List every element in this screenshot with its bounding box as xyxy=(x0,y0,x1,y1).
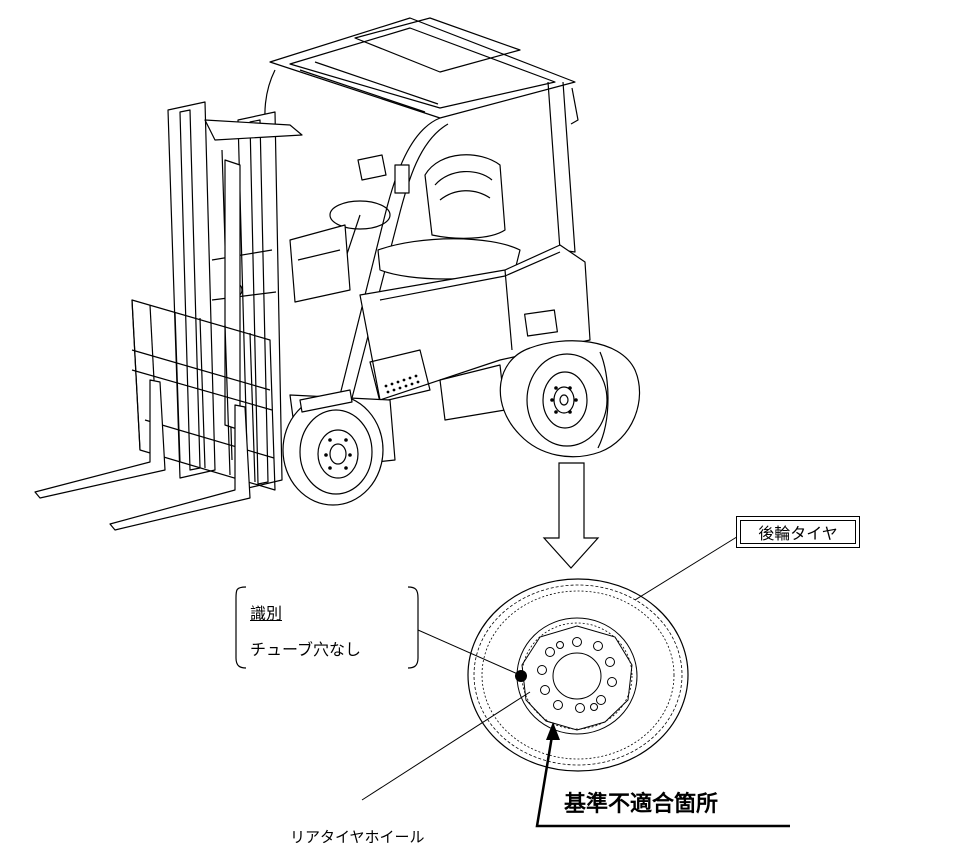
identification-description: チューブ穴なし xyxy=(250,640,362,659)
identification-bracket xyxy=(235,586,419,669)
rear-tire-detail xyxy=(467,578,689,772)
identification-dot-icon xyxy=(515,670,527,682)
forklift-icon xyxy=(34,17,591,531)
leader-lines xyxy=(361,534,741,801)
rear-tire-wheel-label: リアタイヤホイール xyxy=(290,828,425,846)
zoom-bubble xyxy=(499,340,641,458)
identification-title: 識別 xyxy=(250,604,283,623)
rear-tire-label: 後輪タイヤ xyxy=(736,516,860,548)
nonconforming-part-label: 基準不適合箇所 xyxy=(564,792,719,817)
down-arrow-icon xyxy=(542,462,600,569)
nonconforming-pointer xyxy=(535,722,790,828)
